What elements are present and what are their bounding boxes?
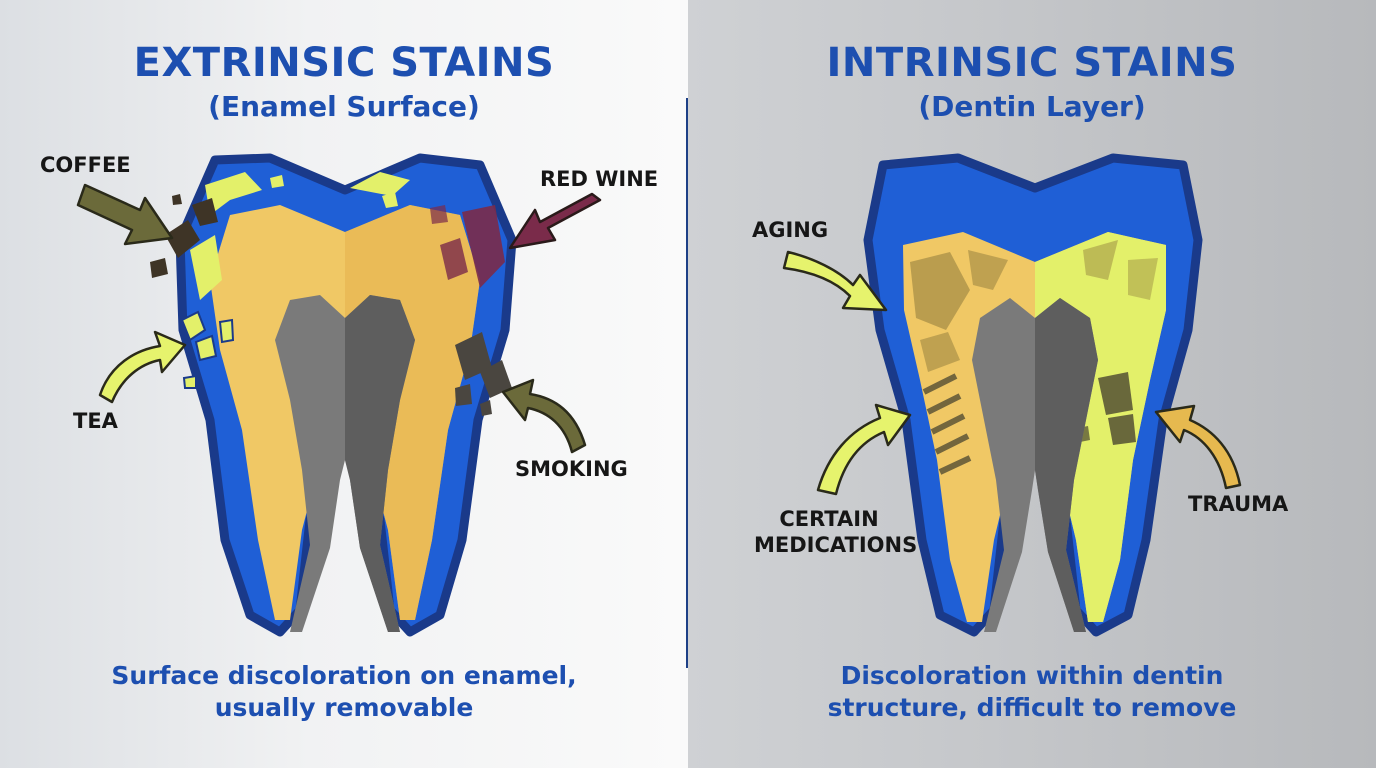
coffee-stain	[150, 258, 168, 278]
extrinsic-panel: EXTRINSIC STAINS (Enamel Surface)	[0, 0, 688, 768]
aging-stain	[968, 250, 1008, 290]
tea-stain	[180, 310, 207, 342]
tea-label: TEA	[73, 409, 118, 433]
medications-stain-stripes	[922, 373, 972, 475]
smoking-stain	[455, 332, 492, 380]
intrinsic-tooth-illustration	[782, 153, 1242, 637]
extrinsic-caption-line1: Surface discoloration on enamel,	[111, 661, 577, 690]
aging-label: AGING	[752, 218, 829, 242]
intrinsic-caption-line2: structure, difficult to remove	[827, 693, 1237, 722]
extrinsic-tooth-illustration	[76, 153, 602, 637]
smoking-label: SMOKING	[515, 457, 628, 481]
medications-label: CERTAIN MEDICATIONS	[754, 506, 918, 558]
trauma-arrow	[1154, 404, 1242, 490]
intrinsic-title: INTRINSIC STAINS	[826, 40, 1238, 86]
red-wine-arrow	[508, 192, 602, 250]
tea-stain	[194, 334, 218, 362]
extrinsic-caption: Surface discoloration on enamel, usually…	[0, 660, 688, 724]
coffee-label: COFFEE	[40, 153, 131, 177]
medications-arrow	[816, 403, 912, 496]
coffee-stain	[192, 198, 218, 226]
panel-divider	[686, 98, 689, 668]
red-wine-stain	[462, 205, 505, 288]
extrinsic-enamel-highlight	[190, 235, 222, 300]
trauma-stain	[1108, 414, 1136, 445]
aging-stain	[910, 252, 970, 330]
intrinsic-panel: INTRINSIC STAINS (Dentin Layer)	[688, 0, 1376, 768]
coffee-arrow	[76, 183, 174, 246]
extrinsic-pulp-shade	[345, 295, 415, 632]
coffee-stain	[165, 220, 200, 258]
smoking-arrow	[501, 378, 587, 454]
extrinsic-caption-line2: usually removable	[214, 693, 474, 722]
intrinsic-pulp-shade	[1035, 298, 1098, 632]
intrinsic-caption-line1: Discoloration within dentin	[840, 661, 1224, 690]
red-wine-stain	[440, 238, 468, 280]
tea-arrow	[98, 330, 187, 404]
aging-arrow	[782, 250, 888, 312]
extrinsic-enamel-highlight	[350, 172, 410, 196]
extrinsic-title: EXTRINSIC STAINS	[133, 40, 555, 86]
intrinsic-caption: Discoloration within dentin structure, d…	[688, 660, 1376, 724]
intrinsic-subtitle: (Dentin Layer)	[918, 90, 1146, 123]
medications-label-line2: MEDICATIONS	[754, 533, 918, 557]
trauma-stain	[1098, 372, 1133, 415]
medications-label-line1: CERTAIN	[779, 507, 879, 531]
smoking-stain	[480, 360, 512, 398]
coffee-stain	[172, 194, 182, 205]
extrinsic-enamel-highlight	[205, 172, 262, 215]
trauma-label: TRAUMA	[1188, 492, 1289, 516]
extrinsic-subtitle: (Enamel Surface)	[208, 90, 480, 123]
red-wine-label: RED WINE	[540, 167, 659, 191]
